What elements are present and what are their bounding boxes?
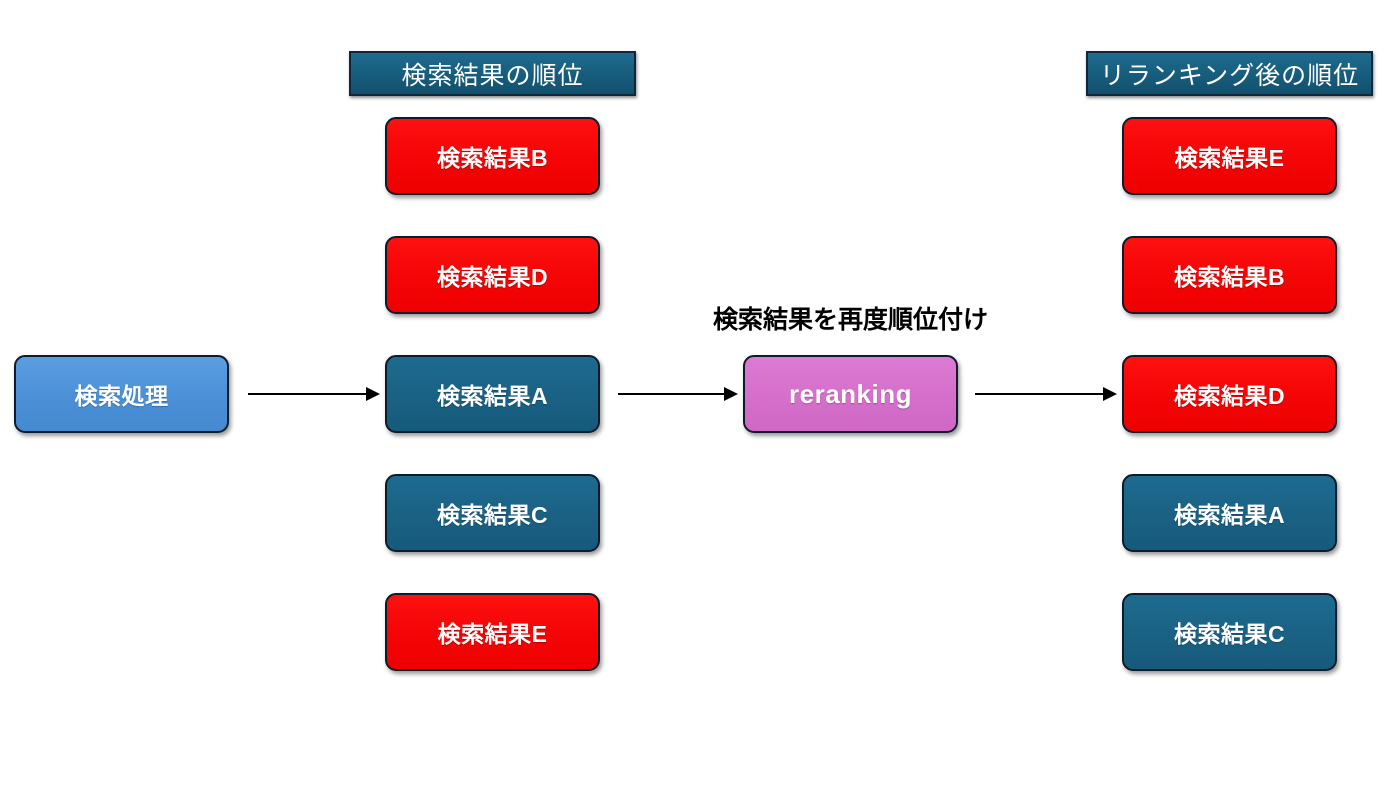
arrow-head-icon	[366, 387, 380, 401]
after-item-2[interactable]: 検索結果B	[1122, 236, 1337, 314]
node-reranking[interactable]: reranking	[743, 355, 958, 433]
after-item-5[interactable]: 検索結果C	[1122, 593, 1337, 671]
arrow-result-a-to-reranking	[618, 380, 738, 408]
arrow-head-icon	[1103, 387, 1117, 401]
before-item-4[interactable]: 検索結果C	[385, 474, 600, 552]
arrow-shaft	[975, 393, 1103, 395]
node-search-process[interactable]: 検索処理	[14, 355, 229, 433]
reranking-caption: 検索結果を再度順位付け	[713, 306, 989, 334]
arrow-shaft	[248, 393, 366, 395]
after-item-4[interactable]: 検索結果A	[1122, 474, 1337, 552]
arrow-search-to-result-a	[248, 380, 380, 408]
before-item-3[interactable]: 検索結果A	[385, 355, 600, 433]
left-column-header: 検索結果の順位	[349, 51, 636, 96]
arrow-shaft	[618, 393, 724, 395]
before-item-2[interactable]: 検索結果D	[385, 236, 600, 314]
before-item-5[interactable]: 検索結果E	[385, 593, 600, 671]
arrow-head-icon	[724, 387, 738, 401]
right-column-header: リランキング後の順位	[1086, 51, 1373, 96]
before-item-1[interactable]: 検索結果B	[385, 117, 600, 195]
arrow-reranking-to-result-d	[975, 380, 1117, 408]
after-item-1[interactable]: 検索結果E	[1122, 117, 1337, 195]
after-item-3[interactable]: 検索結果D	[1122, 355, 1337, 433]
